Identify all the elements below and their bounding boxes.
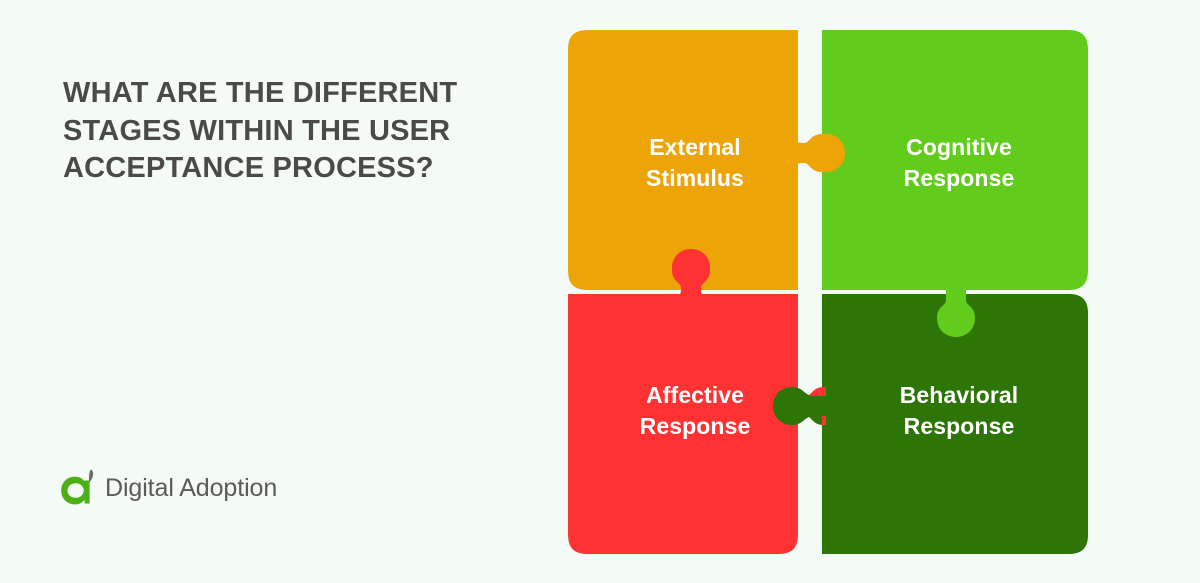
puzzle-piece-behavioral-response-body[interactable] xyxy=(826,294,1088,554)
puzzle-piece-cognitive-response[interactable] xyxy=(822,30,1088,335)
brand-name: Digital Adoption xyxy=(105,473,278,502)
puzzle-piece-external-stimulus[interactable] xyxy=(568,30,841,290)
puzzle-piece-affective-response[interactable] xyxy=(568,251,843,554)
puzzle-knob-affective-to-external xyxy=(672,249,710,300)
page-title: What are the different stages within the… xyxy=(63,77,458,184)
puzzle-diagram: External Stimulus Cognitive Response Aff… xyxy=(560,22,1096,562)
puzzle-knob-cognitive-to-behavioral xyxy=(937,284,975,337)
digital-adoption-a-logo-icon xyxy=(61,469,94,505)
puzzle-knob-behavioral-to-affective xyxy=(773,387,826,425)
brand-logo: Digital Adoption xyxy=(60,466,277,510)
puzzle-knob-external-to-cognitive xyxy=(794,134,845,172)
